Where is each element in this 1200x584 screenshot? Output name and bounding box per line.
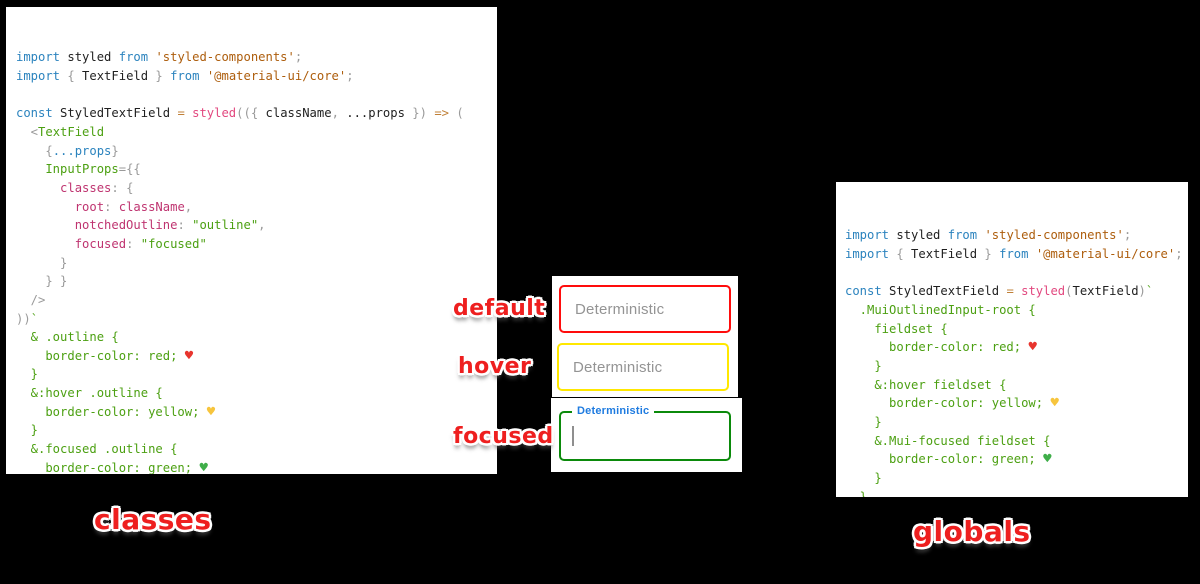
left-code-panel: import styled from 'styled-components'; i… [6, 7, 497, 474]
annotation-focused: focused [453, 424, 554, 449]
text-cursor [572, 426, 574, 446]
code-line: } [845, 358, 882, 373]
code-line: focused: "focused" [16, 236, 207, 251]
code-line: classes: { [16, 180, 134, 195]
textfield-focused-label: Deterministic [572, 405, 655, 418]
code-line: .MuiOutlinedInput-root { [845, 302, 1036, 317]
code-line: const StyledTextField = styled(TextField… [845, 284, 1154, 299]
code-line: ))` [16, 311, 39, 326]
code-line: } [845, 489, 868, 498]
code-line: border-color: green; ♥ [16, 459, 208, 474]
code-line: import styled from 'styled-components'; [845, 228, 1132, 243]
code-line [845, 264, 1188, 283]
textfield-hover-label: Deterministic [573, 358, 663, 376]
textfield-hover[interactable]: Deterministic [557, 343, 729, 391]
code-line: border-color: red; ♥ [16, 347, 194, 364]
code-line: } [16, 367, 39, 382]
caption-globals: globals [913, 515, 1031, 548]
code-line: &.focused .outline { [16, 442, 178, 457]
code-line: /> [16, 292, 46, 307]
code-line: import styled from 'styled-components'; [16, 50, 303, 65]
code-line: <TextField [16, 124, 105, 139]
textfield-default-label: Deterministic [575, 300, 665, 318]
caption-classes: classes [94, 503, 212, 536]
code-line: &.Mui-focused fieldset { [845, 433, 1051, 448]
code-line: root: className, [16, 199, 193, 214]
code-line: &:hover fieldset { [845, 377, 1007, 392]
left-code-block: import styled from 'styled-components'; i… [16, 48, 497, 474]
code-line [16, 86, 497, 105]
annotation-default: default [453, 296, 546, 321]
textfield-focused[interactable]: Deterministic [559, 405, 731, 461]
right-code-panel: import styled from 'styled-components'; i… [836, 182, 1188, 497]
annotation-hover: hover [458, 354, 532, 379]
code-line: border-color: yellow; ♥ [845, 395, 1059, 412]
code-line: notchedOutline: "outline", [16, 218, 266, 233]
code-line: import { TextField } from '@material-ui/… [16, 68, 354, 83]
textfield-demo-card-top: Deterministic Deterministic [552, 276, 738, 397]
right-code-block: import styled from 'styled-components'; i… [845, 226, 1188, 497]
code-line: } [16, 423, 39, 438]
code-line: const StyledTextField = styled(({ classN… [16, 106, 464, 121]
textfield-default[interactable]: Deterministic [559, 285, 731, 333]
code-line: fieldset { [845, 321, 948, 336]
code-line: } [845, 414, 882, 429]
code-line: } [845, 470, 882, 485]
code-line: } } [16, 274, 68, 289]
code-line: import { TextField } from '@material-ui/… [845, 246, 1183, 261]
code-line: border-color: red; ♥ [845, 339, 1037, 356]
code-line: {...props} [16, 143, 119, 158]
code-line: & .outline { [16, 330, 119, 345]
code-line: &:hover .outline { [16, 386, 163, 401]
code-line: InputProps={{ [16, 162, 141, 177]
code-line: border-color: green; ♥ [845, 451, 1052, 468]
code-line: } [16, 255, 68, 270]
textfield-demo-card-bottom: Deterministic [551, 398, 742, 472]
code-line: border-color: yellow; ♥ [16, 403, 216, 420]
